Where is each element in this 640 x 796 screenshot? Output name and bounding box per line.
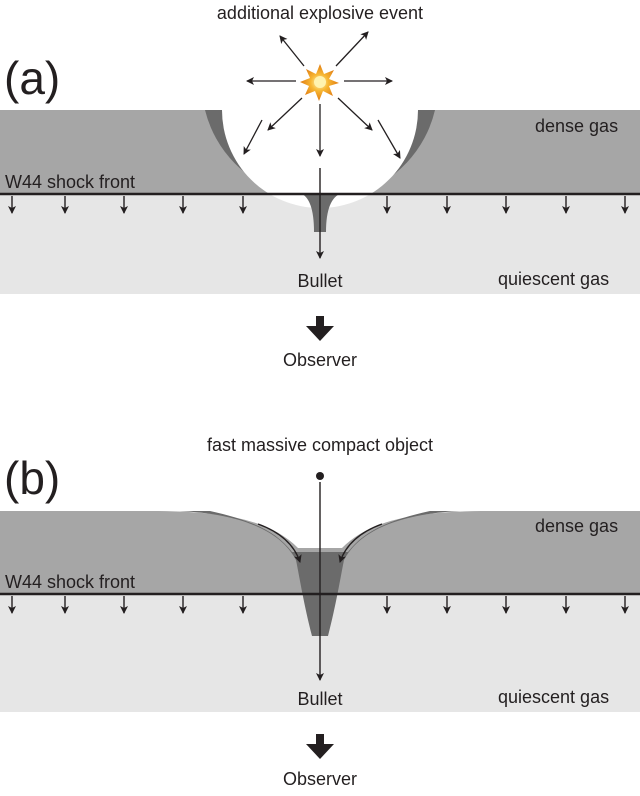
dense-gas-label-a: dense gas	[535, 116, 618, 136]
bullet-funnel-a	[300, 193, 342, 232]
panel-a: (a) additional explosive event W44 shock…	[0, 3, 640, 370]
shock-arrows-a	[8, 196, 629, 214]
dense-gas-label-b: dense gas	[535, 516, 618, 536]
inflow-arrow-right	[338, 523, 383, 563]
compact-object-dot	[316, 472, 324, 480]
panel-label-b: (b)	[4, 452, 60, 504]
explosion-icon	[300, 64, 339, 101]
shock-arrows-b	[8, 596, 629, 614]
shock-front-label-a: W44 shock front	[5, 172, 135, 192]
observer-label-a: Observer	[283, 350, 357, 370]
observer-label-b: Observer	[283, 769, 357, 789]
inflow-arrow-left	[257, 523, 302, 563]
observer-arrow-a	[306, 316, 334, 341]
panel-label-a: (a)	[4, 52, 60, 104]
quiescent-gas-label-a: quiescent gas	[498, 269, 609, 289]
panel-b: (b) fast massive compact object W44 shoc…	[0, 435, 640, 789]
observer-arrow-b	[306, 734, 334, 759]
explosive-event-label: additional explosive event	[217, 3, 423, 23]
radial-arrows-a	[243, 31, 401, 159]
bullet-label-b: Bullet	[297, 689, 342, 709]
quiescent-gas-label-b: quiescent gas	[498, 687, 609, 707]
bullet-label-a: Bullet	[297, 271, 342, 291]
shock-front-label-b: W44 shock front	[5, 572, 135, 592]
compact-object-label: fast massive compact object	[207, 435, 433, 455]
cavity-a	[222, 110, 418, 208]
